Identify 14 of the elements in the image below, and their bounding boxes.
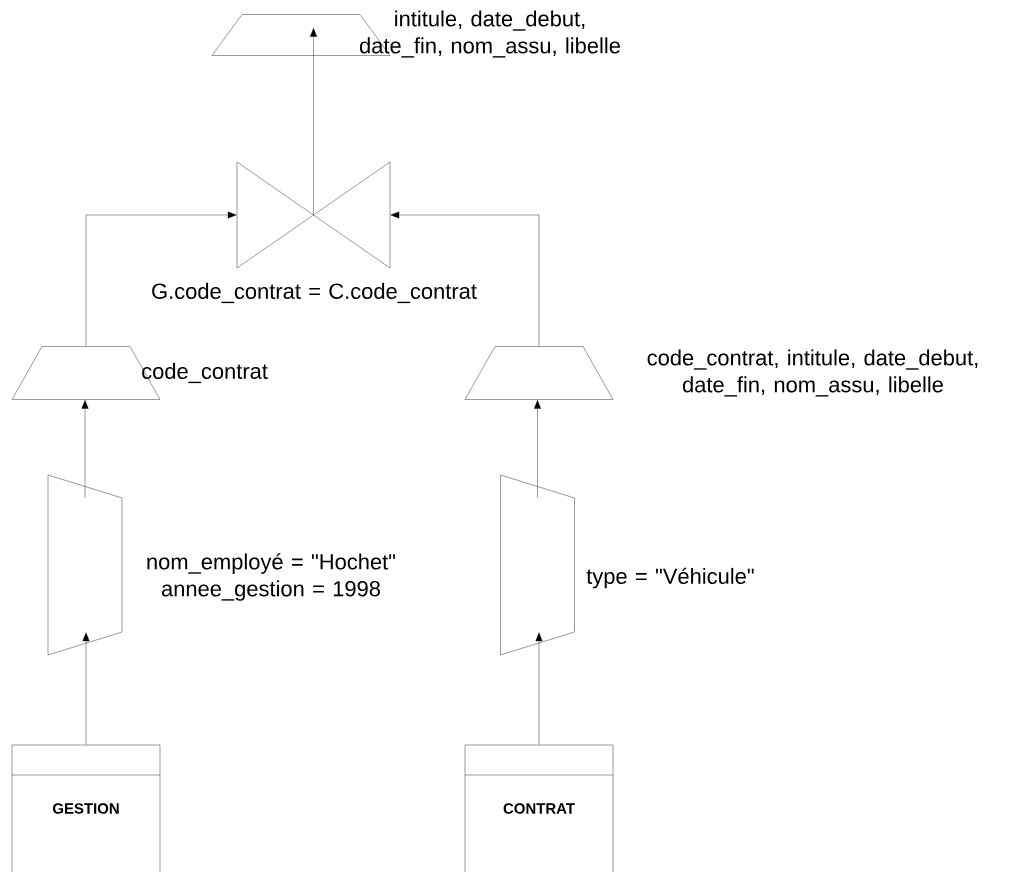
selection-condition: nom_employé = "Hochet" annee_gestion = 1998 [147,553,396,601]
attribute-list: intitule, date_debut, date_fin, nom_assu, libelle [359,10,620,58]
join-condition: G.code_contrat = C.code_contrat [152,282,477,304]
arrow [82,632,90,745]
arrow [534,400,541,498]
arrow [535,632,543,745]
table-box: CONTRAT [464,744,614,872]
selection-condition: type = "Véhicule" [586,567,754,589]
table-box: GESTION [11,744,161,872]
attribute-list: code_contrat [142,362,268,384]
arrow [81,400,89,498]
arrow [390,211,540,347]
attribute-list: code_contrat, intitule, date_debut, date_fin, nom_assu, libelle [647,349,978,397]
arrow [85,211,237,347]
